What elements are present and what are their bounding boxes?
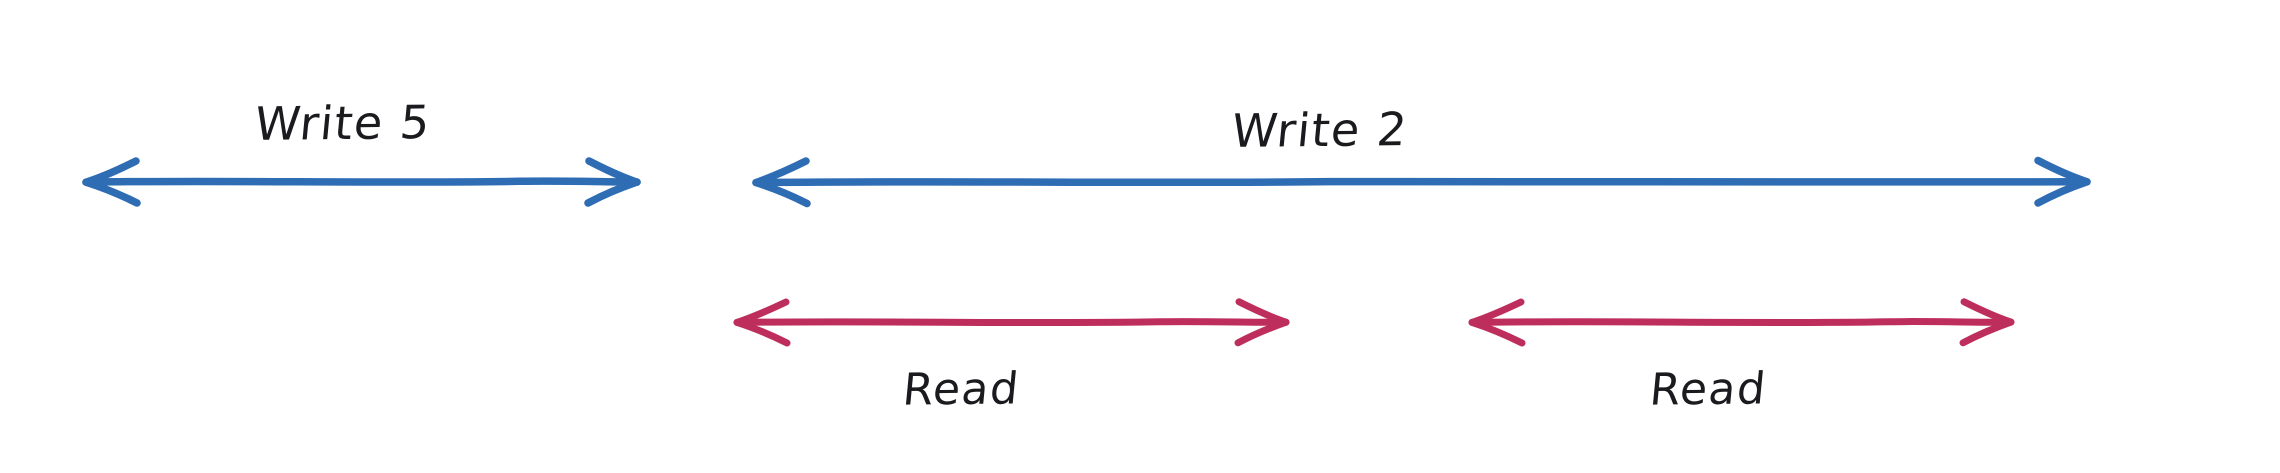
label-read-1: Read (900, 363, 1023, 416)
label-read-2: Read (1647, 363, 1770, 416)
arrow-read-2-head-left-lower (1468, 318, 1526, 347)
arrow-read-1-shaft (738, 318, 1284, 327)
label-write-5: Write 5 (252, 95, 434, 151)
arrow-write-2 (752, 156, 2091, 208)
arrow-read-2-shaft (1473, 318, 2009, 327)
arrow-read-2-head-right-lower (1959, 318, 2015, 347)
arrow-read-2 (1468, 298, 2015, 347)
arrow-read-1 (733, 298, 1290, 347)
arrow-write-2-shaft (758, 177, 2084, 187)
arrow-write-5-head-right-lower (584, 178, 641, 207)
arrow-write-2-head-left-lower (752, 178, 811, 208)
arrow-write-5-shaft (88, 177, 636, 186)
label-write-2: Write 2 (1229, 102, 1411, 158)
arrow-write-5-head-left-lower (82, 178, 141, 207)
arrow-write-2-head-right-lower (2034, 178, 2091, 207)
arrow-write-5 (82, 157, 641, 207)
arrow-read-1-head-right-lower (1234, 318, 1290, 347)
arrow-read-1-head-left-lower (733, 318, 791, 347)
